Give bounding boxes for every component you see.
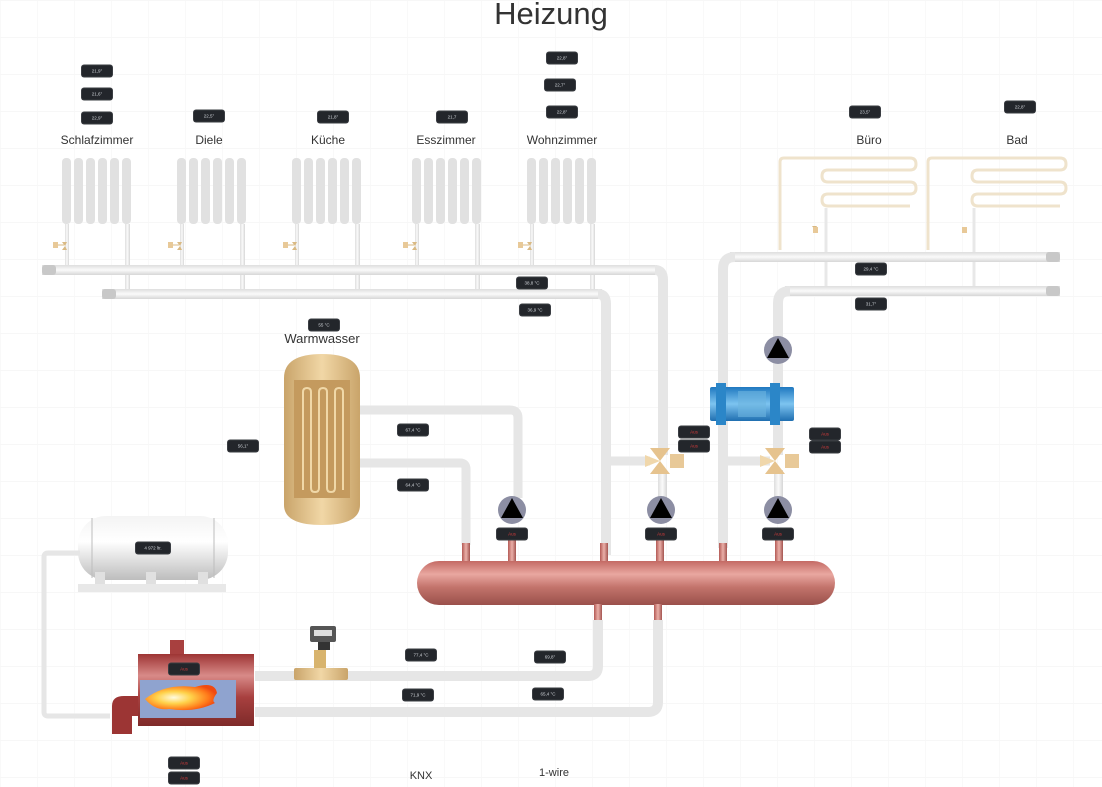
boiler-status[interactable]: Aus bbox=[169, 663, 199, 675]
sensor-wohnzimmer-2[interactable]: 22,7° bbox=[545, 79, 575, 91]
room-label-diele: Diele bbox=[195, 133, 223, 147]
page-title: Heizung bbox=[494, 0, 608, 31]
temp-boiler-return-left[interactable]: 71,9 °C bbox=[403, 689, 433, 701]
room-label-esszimmer: Esszimmer bbox=[416, 133, 476, 147]
room-label-bad: Bad bbox=[1006, 133, 1028, 147]
manifold bbox=[255, 540, 835, 717]
radiator-circuit-pipes bbox=[42, 265, 668, 555]
room-label-wohnzimmer: Wohnzimmer bbox=[526, 133, 598, 147]
temp-warmwasser-side[interactable]: 56,1° bbox=[228, 440, 258, 452]
room-label-buero: Büro bbox=[856, 133, 882, 147]
temp-radiator-return[interactable]: 36,9 °C bbox=[520, 304, 550, 316]
mixer-floor-status-1[interactable]: Aus bbox=[810, 428, 840, 440]
heat-exchanger bbox=[710, 383, 794, 425]
footer-knx[interactable]: KNX bbox=[409, 770, 433, 782]
sensor-schlafzimmer-1[interactable]: 21,9° bbox=[82, 65, 112, 77]
temp-coil-out[interactable]: 64,4 °C bbox=[398, 479, 428, 491]
temp-warmwasser-top[interactable]: 55 °C bbox=[309, 319, 339, 331]
pump-radiators-status[interactable]: Aus bbox=[646, 528, 676, 540]
temp-floor-supply[interactable]: 29,4 °C bbox=[856, 263, 886, 275]
warmwasser-tank bbox=[284, 354, 523, 545]
extra-status-2[interactable]: Aus bbox=[169, 772, 199, 784]
sensor-bad[interactable]: 22,8° bbox=[1005, 101, 1035, 113]
sensor-wohnzimmer-3[interactable]: 22,8° bbox=[547, 106, 577, 118]
extra-status-1[interactable]: Aus bbox=[169, 757, 199, 769]
oil-tank-level[interactable]: 4 972 ltr. bbox=[136, 542, 170, 554]
sensor-wohnzimmer-1[interactable]: 22,8° bbox=[547, 52, 577, 64]
mixing-valves bbox=[645, 448, 799, 474]
temp-coil-in[interactable]: 67,4 °C bbox=[398, 424, 428, 436]
sensor-schlafzimmer-2[interactable]: 21,6° bbox=[82, 88, 112, 100]
temp-radiator-supply[interactable]: 38,8 °C bbox=[517, 277, 547, 289]
warmwasser-label: Warmwasser bbox=[284, 331, 360, 346]
sensor-buero[interactable]: 23,5° bbox=[850, 106, 880, 118]
mixer-radiators-status-1[interactable]: Aus bbox=[679, 426, 709, 438]
sensor-kueche[interactable]: 21,8° bbox=[318, 111, 348, 123]
temp-floor-return[interactable]: 31,7° bbox=[856, 298, 886, 310]
footer-onewire[interactable]: 1-wire bbox=[539, 767, 569, 779]
sensor-diele[interactable]: 22,5° bbox=[194, 110, 224, 122]
radiators bbox=[53, 157, 597, 295]
room-label-schlafzimmer: Schlafzimmer bbox=[60, 133, 134, 147]
temp-boiler-supply-right[interactable]: 69,8° bbox=[535, 651, 565, 663]
pump-floor-status[interactable]: Aus bbox=[763, 528, 793, 540]
room-label-kueche: Küche bbox=[310, 133, 346, 147]
mixer-floor-status-2[interactable]: Aus bbox=[810, 441, 840, 453]
flow-meter bbox=[294, 626, 348, 680]
sensor-esszimmer[interactable]: 21,7 bbox=[437, 111, 467, 123]
pump-icons bbox=[498, 336, 792, 524]
temp-boiler-supply-left[interactable]: 77,4 °C bbox=[406, 649, 436, 661]
pump-warmwasser-status[interactable]: Aus bbox=[497, 528, 527, 540]
floor-heating-loops bbox=[718, 156, 1068, 548]
boiler bbox=[112, 640, 254, 734]
temp-boiler-return-right[interactable]: 65,4 °C bbox=[533, 688, 563, 700]
sensor-schlafzimmer-3[interactable]: 22,9° bbox=[82, 112, 112, 124]
mixer-radiators-status-2[interactable]: Aus bbox=[679, 440, 709, 452]
